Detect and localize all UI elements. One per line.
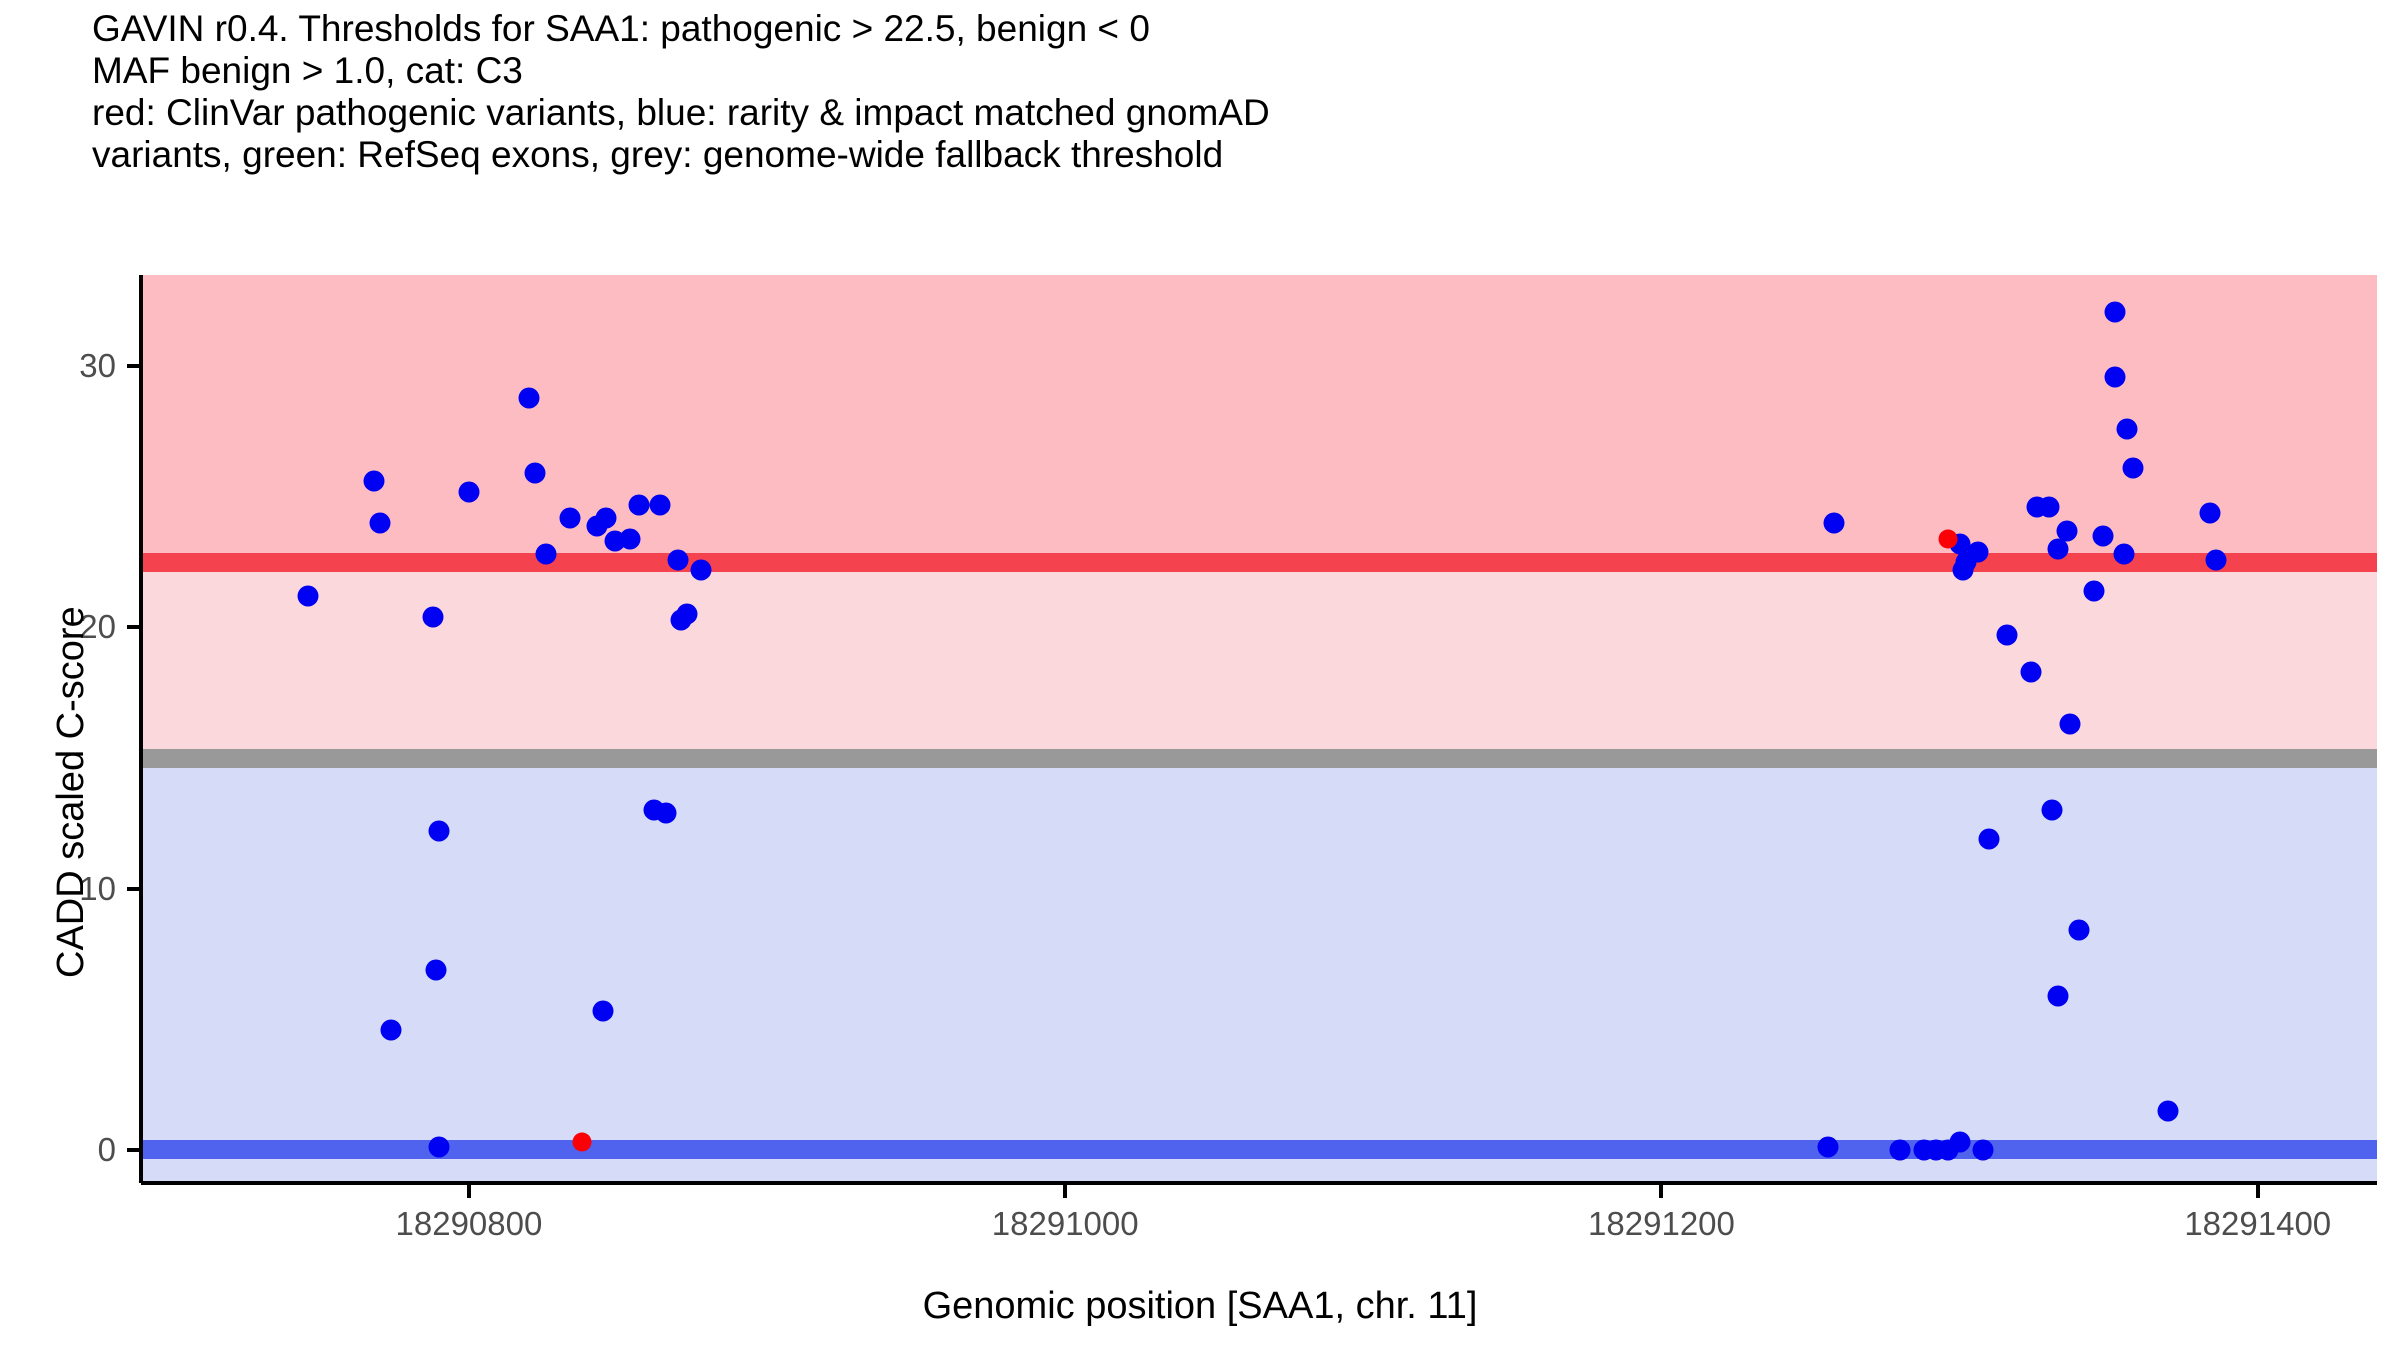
title-line-2: MAF benign > 1.0, cat: C3 xyxy=(92,50,523,91)
benign-threshold-line xyxy=(141,1140,2377,1160)
data-point-gnomad xyxy=(2157,1100,2179,1121)
chart-title-block: GAVIN r0.4. Thresholds for SAA1: pathoge… xyxy=(92,8,2342,176)
data-point-gnomad xyxy=(655,802,677,824)
pathogenic-upper-band xyxy=(141,275,2377,563)
data-point-gnomad xyxy=(2056,520,2078,542)
data-point-gnomad xyxy=(518,387,540,409)
x-tick-mark xyxy=(1659,1185,1664,1198)
y-tick-label: 0 xyxy=(97,1130,116,1168)
data-point-gnomad xyxy=(2113,543,2135,565)
data-point-gnomad xyxy=(2083,580,2105,602)
ambiguous-band xyxy=(141,562,2377,759)
data-point-gnomad xyxy=(297,585,319,607)
y-tick-mark xyxy=(127,364,140,369)
data-point-clinvar xyxy=(572,1132,592,1152)
data-point-gnomad xyxy=(2068,919,2090,941)
data-point-gnomad xyxy=(1889,1139,1911,1161)
data-point-gnomad xyxy=(425,959,447,980)
data-point-gnomad xyxy=(1996,624,2018,646)
benign-band xyxy=(141,758,2377,1181)
data-point-gnomad xyxy=(592,1000,614,1022)
data-point-gnomad xyxy=(2104,301,2126,323)
data-point-gnomad xyxy=(2059,713,2081,735)
x-tick-label: 18291200 xyxy=(1588,1205,1735,1242)
data-point-gnomad xyxy=(428,820,450,842)
x-tick-mark xyxy=(1063,1185,1068,1198)
data-point-gnomad xyxy=(2205,549,2227,571)
y-tick-mark xyxy=(127,1147,140,1152)
data-point-gnomad xyxy=(559,507,581,529)
x-tick-label: 18291400 xyxy=(2184,1205,2332,1242)
data-point-gnomad xyxy=(2199,502,2221,524)
data-point-gnomad xyxy=(649,494,671,516)
data-point-gnomad xyxy=(1949,1131,1971,1153)
data-point-gnomad xyxy=(524,462,546,484)
data-point-gnomad xyxy=(2116,418,2138,440)
data-point-gnomad xyxy=(363,470,385,492)
data-point-gnomad xyxy=(428,1136,450,1158)
data-point-clinvar xyxy=(1938,529,1958,549)
y-axis-line xyxy=(139,275,143,1183)
data-point-gnomad xyxy=(2038,496,2060,518)
title-line-3: red: ClinVar pathogenic variants, blue: … xyxy=(92,92,1270,133)
data-point-gnomad xyxy=(1817,1136,1839,1158)
data-point-gnomad xyxy=(676,603,698,625)
x-tick-label: 18290800 xyxy=(395,1205,543,1242)
x-axis-title: Genomic position [SAA1, chr. 11] xyxy=(922,1285,1478,1327)
data-point-gnomad xyxy=(667,549,689,571)
y-axis-title: CADD scaled C-score xyxy=(50,606,92,978)
x-tick-mark xyxy=(466,1185,471,1198)
data-point-gnomad xyxy=(2047,538,2069,560)
data-point-gnomad xyxy=(535,543,557,565)
data-point-gnomad xyxy=(1967,541,1988,563)
y-tick-mark xyxy=(127,886,140,891)
plot-panel xyxy=(141,275,2377,1181)
x-tick-label: 18291000 xyxy=(991,1205,1139,1242)
y-tick-mark xyxy=(127,625,140,630)
y-tick-label: 10 xyxy=(79,869,116,907)
data-point-gnomad xyxy=(690,559,712,581)
data-point-gnomad xyxy=(619,528,641,550)
data-point-gnomad xyxy=(2092,525,2114,547)
data-point-gnomad xyxy=(2122,457,2144,479)
data-point-gnomad xyxy=(380,1019,402,1041)
data-point-gnomad xyxy=(2041,799,2063,821)
x-tick-mark xyxy=(2255,1185,2260,1198)
data-point-gnomad xyxy=(2104,366,2126,388)
data-point-gnomad xyxy=(2020,661,2042,683)
data-point-gnomad xyxy=(458,481,480,503)
fallback-threshold-line xyxy=(141,748,2377,768)
y-tick-label: 20 xyxy=(79,608,116,646)
title-line-4: variants, green: RefSeq exons, grey: gen… xyxy=(92,134,1224,175)
title-line-1: GAVIN r0.4. Thresholds for SAA1: pathoge… xyxy=(92,8,1150,49)
pathogenic-threshold-line xyxy=(141,552,2377,572)
data-point-gnomad xyxy=(595,507,617,529)
x-axis-line xyxy=(141,1181,2377,1185)
data-point-gnomad xyxy=(1823,512,1845,534)
data-point-gnomad xyxy=(1952,559,1974,581)
data-point-gnomad xyxy=(1972,1139,1994,1161)
data-point-gnomad xyxy=(369,512,390,534)
data-point-gnomad xyxy=(1978,828,2000,850)
data-point-gnomad xyxy=(2047,985,2069,1007)
y-tick-label: 30 xyxy=(79,347,116,385)
data-point-gnomad xyxy=(422,606,444,628)
data-point-gnomad xyxy=(628,494,650,516)
